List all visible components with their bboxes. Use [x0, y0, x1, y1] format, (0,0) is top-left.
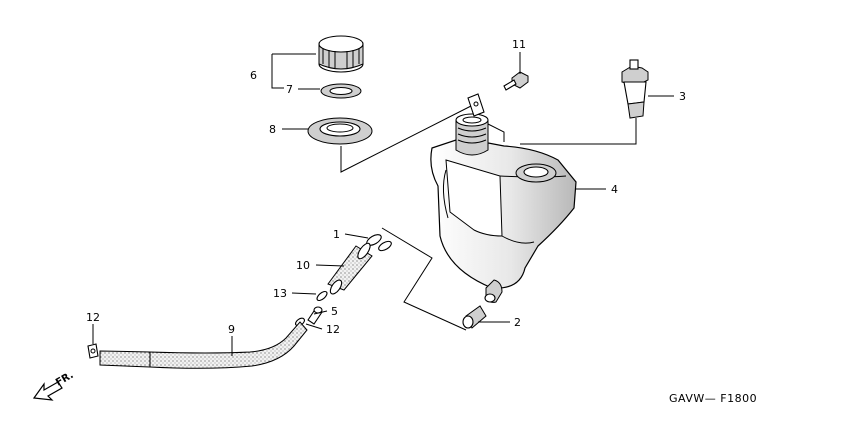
- callout-12-lower: 12: [326, 323, 340, 336]
- filler-cap-part: [318, 35, 364, 73]
- clip-part: [366, 234, 392, 252]
- callout-9: 9: [228, 323, 235, 336]
- callout-13: 13: [273, 287, 287, 300]
- tube-joint-part: [307, 306, 323, 325]
- callout-10: 10: [296, 259, 310, 272]
- outlet-guide: [381, 227, 467, 331]
- sensor-to-tank-guide: [520, 118, 637, 145]
- callout-3: 3: [679, 90, 686, 103]
- callout-12-left: 12: [86, 311, 100, 324]
- hose-clip-left-part: [87, 343, 99, 359]
- callout-1: 1: [333, 228, 340, 241]
- callout-2: 2: [514, 316, 521, 329]
- front-direction-arrow: FR.: [32, 370, 76, 401]
- outlet-nozzle-part: [462, 305, 487, 329]
- seal-ring-part: [307, 117, 373, 145]
- callout-11: 11: [512, 38, 526, 51]
- callout-4: 4: [611, 183, 618, 196]
- callout-7: 7: [286, 83, 293, 96]
- diagram-code: GAVW— F1800: [669, 392, 757, 405]
- callout-5: 5: [331, 305, 338, 318]
- fuel-hose-part: [99, 321, 308, 369]
- fuel-filter-part: [327, 242, 373, 295]
- fuel-sensor-part: [621, 59, 649, 119]
- bolt-part: [503, 71, 529, 91]
- callout-6: 6: [250, 69, 257, 82]
- fuel-tank-part: [430, 93, 577, 303]
- callout-8: 8: [269, 123, 276, 136]
- seal-to-neck-guide: [340, 105, 472, 173]
- cap-gasket-part: [320, 83, 362, 99]
- front-direction-label: FR.: [54, 370, 76, 389]
- small-clip-part: [316, 290, 328, 302]
- leader-lines: [92, 52, 674, 356]
